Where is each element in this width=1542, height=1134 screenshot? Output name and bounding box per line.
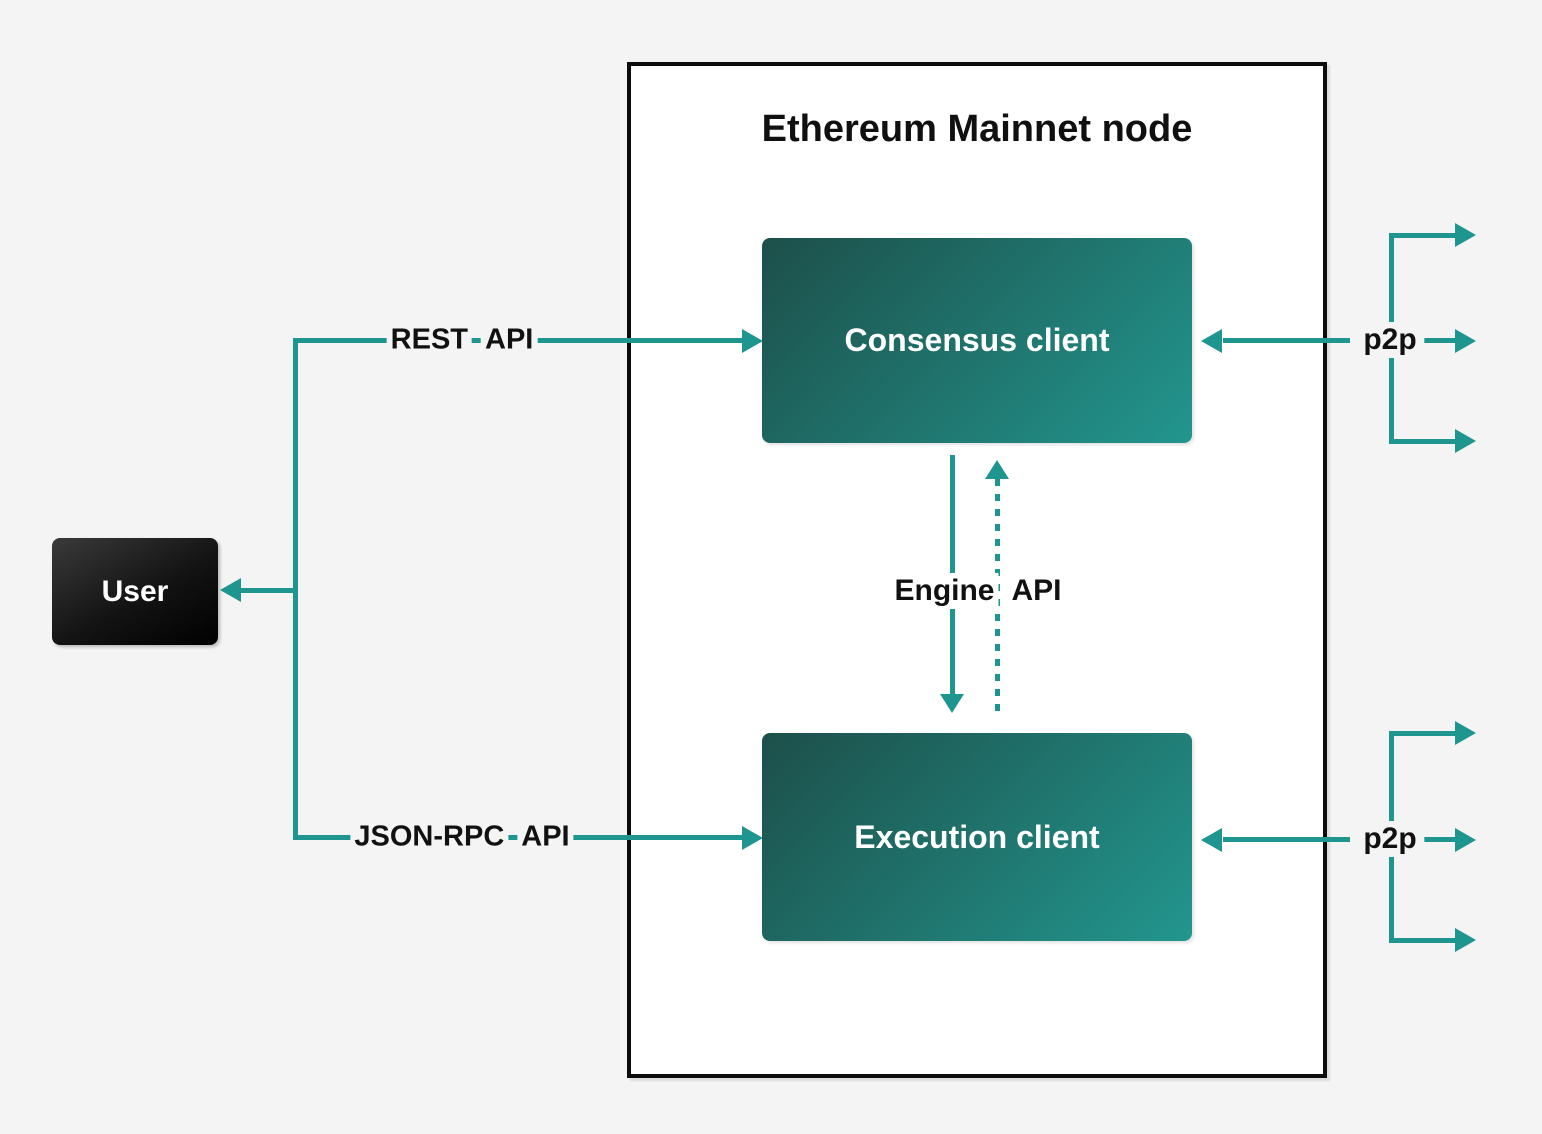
p2p-consensus-label: p2p (1355, 322, 1425, 358)
p2p-consensus-label-text: p2p (1355, 322, 1425, 358)
p2p-execution-arrowhead-left-icon (1201, 828, 1222, 852)
ethereum-mainnet-node-title: Ethereum Mainnet node (761, 108, 1193, 150)
engine-api-label-word-2: API (1007, 573, 1066, 609)
p2p-consensus-left-line (1223, 338, 1350, 343)
user-box: User (52, 538, 218, 645)
execution-client-label: Execution client (854, 818, 1100, 855)
p2p-execution-mid-arrowhead-right-icon (1455, 828, 1476, 852)
json-rpc-api-label: JSON-RPC API (350, 819, 574, 855)
user-box-label: User (101, 574, 169, 608)
p2p-consensus-top-arrowhead-right-icon (1455, 223, 1476, 247)
json-rpc-api-label-word-1: JSON-RPC (350, 819, 509, 855)
p2p-execution-left-line (1223, 837, 1350, 842)
p2p-consensus-arrowhead-left-icon (1201, 329, 1222, 353)
engine-api-arrowhead-down-icon (940, 694, 964, 713)
p2p-execution-mid-branch-line (1424, 837, 1456, 842)
user-arrowhead-left-icon (220, 578, 241, 602)
engine-api-arrowhead-up-icon (985, 460, 1009, 479)
json-rpc-api-label-word-2: API (517, 819, 574, 855)
p2p-execution-bottom-branch-line (1389, 938, 1456, 943)
p2p-consensus-bottom-branch-line (1389, 439, 1456, 444)
p2p-consensus-mid-branch-line (1424, 338, 1456, 343)
p2p-consensus-top-branch-line (1389, 233, 1456, 238)
p2p-consensus-mid-arrowhead-right-icon (1455, 329, 1476, 353)
json-rpc-api-arrowhead-right-icon (742, 826, 763, 850)
consensus-client-box: Consensus client (762, 238, 1192, 443)
engine-api-label-word-1: Engine (890, 573, 999, 609)
execution-client-box: Execution client (762, 733, 1192, 941)
user-arrow-line (240, 588, 296, 593)
p2p-execution-bottom-arrowhead-right-icon (1455, 928, 1476, 952)
engine-api-label: Engine API (890, 573, 1066, 609)
rest-api-label-word-1: REST (386, 322, 472, 358)
consensus-client-label: Consensus client (844, 322, 1110, 358)
p2p-execution-top-branch-line (1389, 731, 1456, 736)
rest-api-label-word-2: API (481, 322, 538, 358)
rest-api-arrowhead-right-icon (742, 329, 763, 353)
p2p-consensus-bottom-arrowhead-right-icon (1455, 429, 1476, 453)
p2p-execution-top-arrowhead-right-icon (1455, 721, 1476, 745)
p2p-execution-label: p2p (1355, 821, 1425, 857)
p2p-execution-label-text: p2p (1355, 821, 1425, 857)
rest-api-label: REST API (386, 322, 538, 358)
